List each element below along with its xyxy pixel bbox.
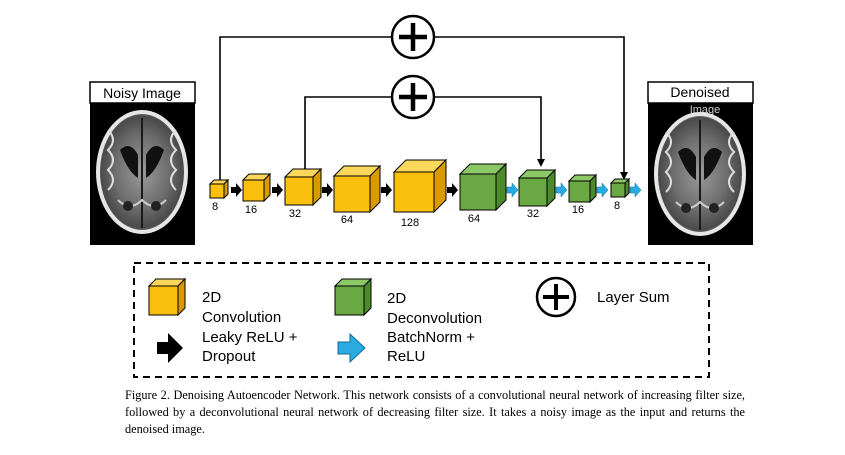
- figure-caption: Figure 2. Denoising Autoencoder Network.…: [125, 388, 745, 436]
- legend-conv-label-line2: Convolution: [202, 309, 281, 326]
- denoised-image-panel: Denoised Image: [647, 81, 754, 245]
- leaky-relu-arrow: [231, 183, 242, 197]
- outer-skip-connection: [219, 14, 628, 181]
- filter-count-label: 64: [468, 213, 480, 225]
- legend-border: [133, 262, 710, 378]
- conv-layer-16: 16: [241, 172, 272, 216]
- filter-count-label: 16: [245, 204, 257, 216]
- legend-leaky-relu-arrow: [157, 333, 183, 363]
- legend-leaky-label-line2: Dropout: [202, 348, 256, 365]
- conv-layer-32: 32: [283, 167, 323, 220]
- leaky-relu-arrow: [322, 183, 333, 197]
- batchnorm-relu-arrow: [629, 182, 642, 198]
- deconv-layer-64: 64: [458, 162, 508, 225]
- conv-layer-64: 64: [332, 164, 382, 226]
- noisy-image-panel: Noisy Image: [89, 81, 196, 245]
- legend-conv-cube: [147, 277, 187, 317]
- deconv-layer-32: 32: [517, 168, 557, 220]
- filter-count-label: 16: [572, 204, 584, 216]
- conv-layer-128: 128: [392, 158, 448, 229]
- noisy-brain-image: [96, 110, 188, 234]
- legend-leaky-label-line1: Leaky ReLU +: [202, 329, 298, 346]
- legend-bn-label-line2: ReLU: [387, 348, 425, 365]
- filter-count-label: 8: [614, 200, 620, 212]
- filter-count-label: 128: [401, 217, 419, 229]
- leaky-relu-arrow: [381, 183, 392, 197]
- legend-sum-label: Layer Sum: [597, 289, 670, 306]
- filter-count-label: 64: [341, 214, 353, 226]
- filter-count-label: 32: [289, 208, 301, 220]
- denoised-image-label: Denoised: [670, 84, 729, 100]
- legend-batchnorm-arrow: [337, 332, 366, 364]
- leaky-relu-arrow: [447, 183, 458, 197]
- legend-deconv-label-line2: Deconvolution: [387, 310, 482, 327]
- conv-layer-8: 8: [208, 178, 230, 213]
- legend-bn-label-line1: BatchNorm +: [387, 329, 475, 346]
- legend-sum-icon: [535, 276, 577, 318]
- filter-count-label: 32: [527, 208, 539, 220]
- batchnorm-relu-arrow: [555, 182, 568, 198]
- legend-conv-label-line1: 2D: [202, 289, 221, 306]
- batchnorm-relu-arrow: [596, 182, 609, 198]
- noisy-image-label: Noisy Image: [103, 85, 181, 101]
- leaky-relu-arrow: [272, 183, 283, 197]
- legend: 2D Convolution 2D Deconvolution Layer Su…: [133, 262, 710, 378]
- batchnorm-relu-arrow: [506, 182, 519, 198]
- deconv-layer-16: 16: [567, 173, 598, 216]
- legend-deconv-cube: [333, 277, 373, 317]
- filter-count-label: 8: [212, 201, 218, 213]
- inner-skip-connection: [304, 74, 545, 170]
- legend-deconv-label-line1: 2D: [387, 290, 406, 307]
- denoised-brain-image: [654, 112, 746, 236]
- deconv-layer-8: 8: [609, 177, 631, 212]
